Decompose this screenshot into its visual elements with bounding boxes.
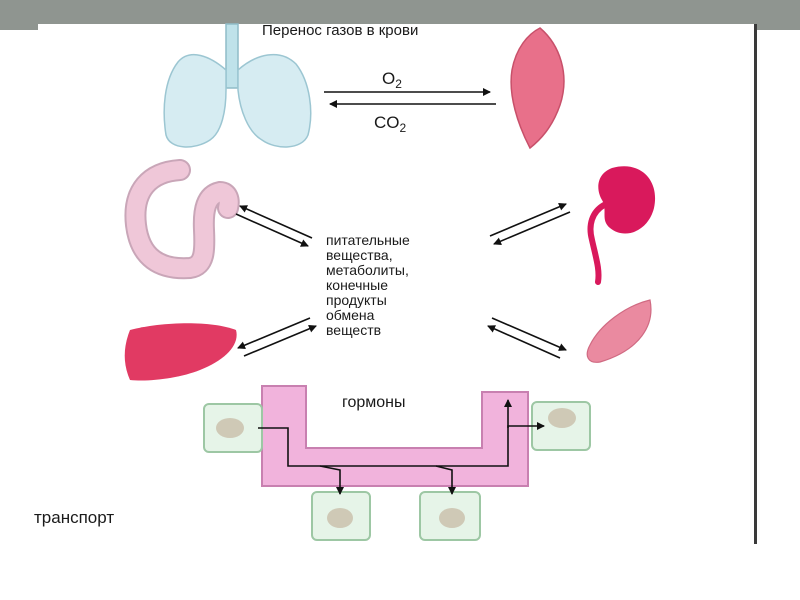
center-label-line: вещества, <box>326 247 393 263</box>
hormone-arrow-cell-1 <box>319 465 344 495</box>
center-label-line: питательные <box>326 232 410 248</box>
slide-border-line <box>754 24 757 544</box>
center-label-line: веществ <box>326 322 382 338</box>
blood-vessel-icon <box>261 385 529 487</box>
center-label-line: конечные <box>326 277 388 293</box>
cell-icon <box>311 491 371 541</box>
arrow-from-liver <box>243 325 317 357</box>
diagram-title: Перенос газов в крови <box>262 22 419 39</box>
hormone-arrow-cell-2 <box>435 465 456 495</box>
co2-label: CO2 <box>374 113 407 135</box>
arrow-to-muscle <box>491 317 567 351</box>
cell-icon <box>203 403 263 453</box>
arrow-to-intestine <box>239 205 313 239</box>
kidney-icon <box>587 166 656 285</box>
arrow-to-liver <box>237 317 311 349</box>
arrow-from-intestine <box>235 213 309 247</box>
center-label-line: продукты <box>326 292 387 308</box>
arrow-from-kidney <box>493 211 571 245</box>
center-label: питательные вещества, метаболиты, конечн… <box>326 233 410 338</box>
transport-label: транспорт <box>34 508 115 527</box>
cell-icon <box>419 491 481 541</box>
liver-icon <box>124 323 237 381</box>
muscle-small-icon <box>586 299 652 363</box>
muscle-icon <box>510 27 565 150</box>
intestine-icon <box>124 159 240 280</box>
o2-label: O2 <box>382 69 402 91</box>
hormone-flow-line <box>258 422 545 467</box>
center-label-line: метаболиты, <box>326 262 409 278</box>
arrow-from-muscle <box>487 325 561 359</box>
center-label-line: обмена <box>326 307 375 323</box>
lungs-icon <box>163 23 312 148</box>
hormones-label: гормоны <box>342 394 406 411</box>
arrow-to-kidney <box>489 203 567 237</box>
